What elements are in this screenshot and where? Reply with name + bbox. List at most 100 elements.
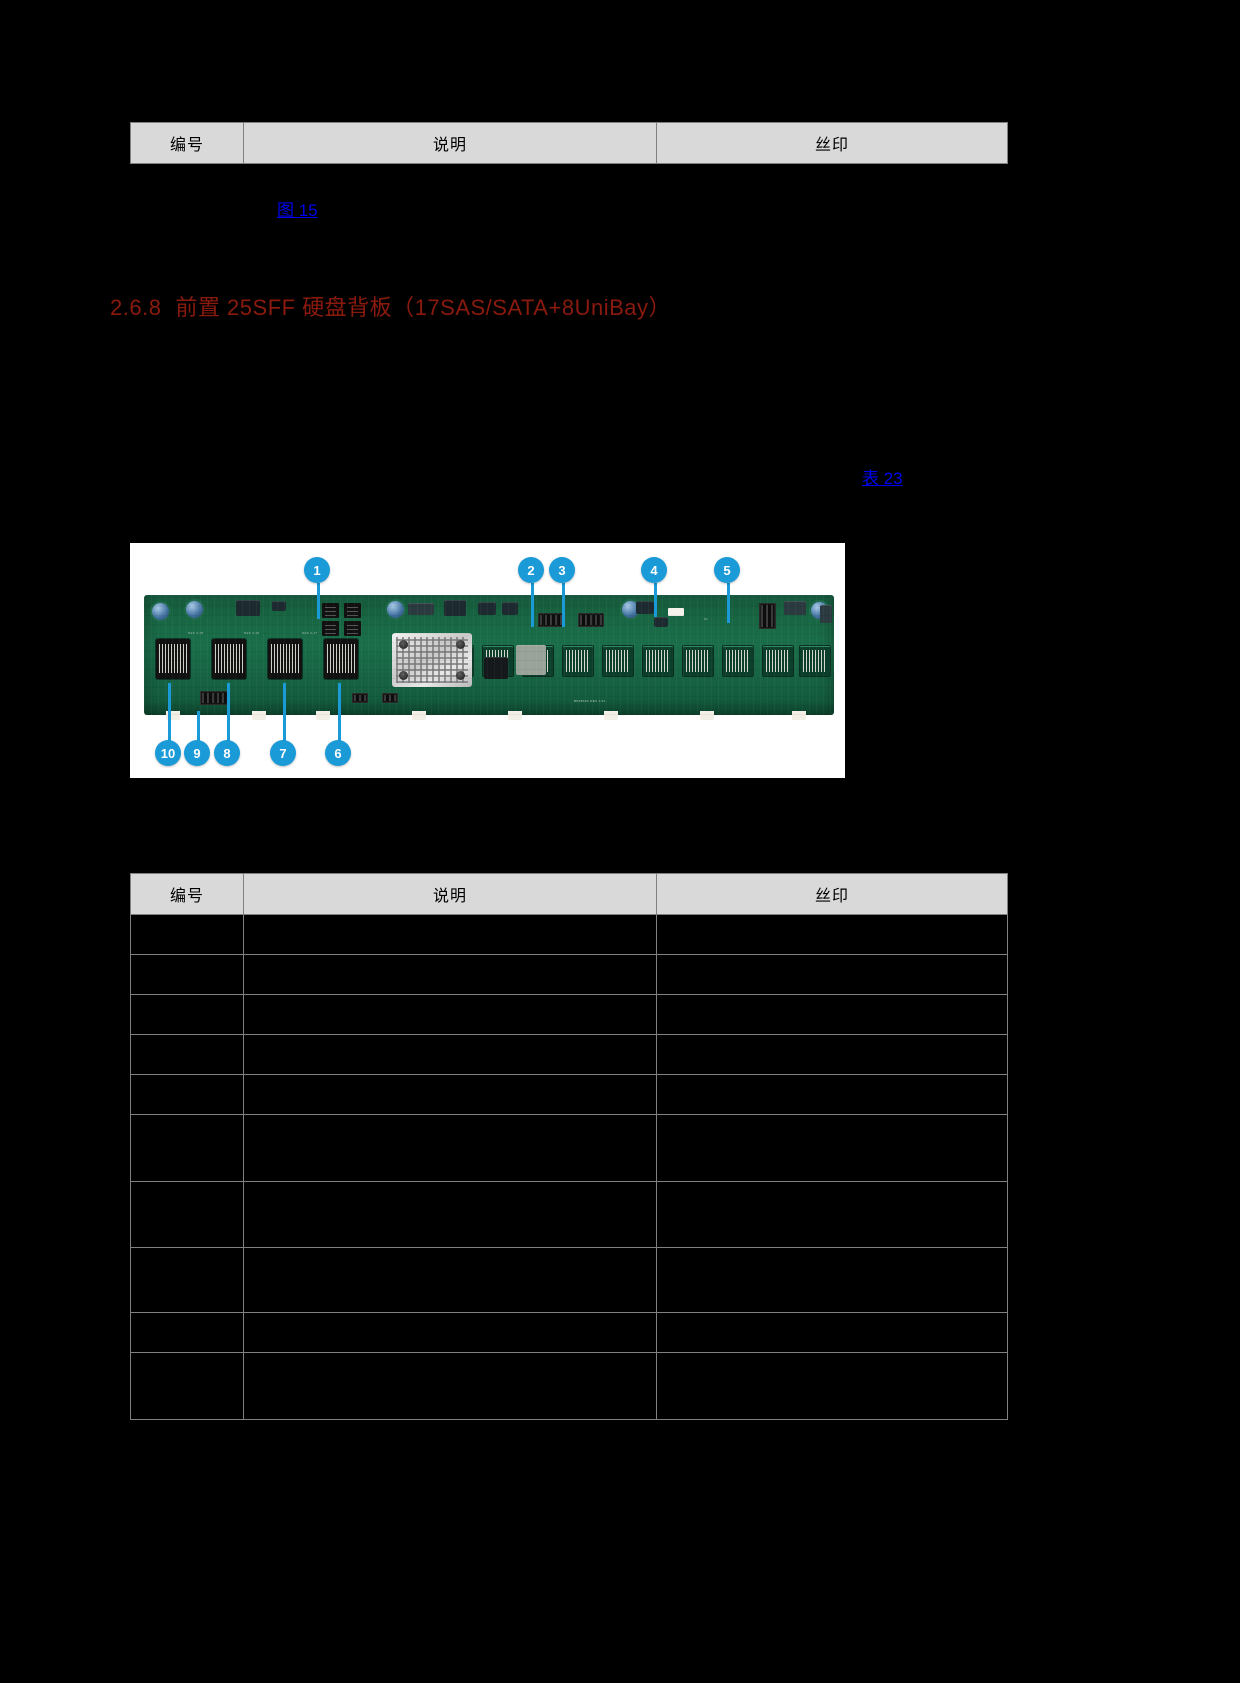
backplane-figure: SAS 4-15 SAS 4-16 SAS 4-17 VL BP25SFF RE… — [130, 543, 845, 778]
table-row — [130, 1247, 1008, 1313]
callout-leader — [317, 583, 320, 619]
unibay-connector — [156, 639, 190, 679]
cell-silkscreen — [656, 1312, 1008, 1353]
expander-asic — [516, 645, 546, 675]
cell-number — [130, 1114, 244, 1182]
standoff — [387, 601, 404, 618]
figure-15-link[interactable]: 图 15 — [277, 201, 318, 220]
callout-leader — [197, 711, 200, 741]
ic-chip — [236, 600, 260, 616]
cell-description — [243, 954, 657, 995]
ic-chip — [654, 617, 668, 627]
cell-description — [243, 1114, 657, 1182]
cell-silkscreen — [656, 994, 1008, 1035]
cell-description — [243, 994, 657, 1035]
ic-chip — [784, 601, 806, 615]
cell-number — [130, 1352, 244, 1420]
cell-number — [130, 1034, 244, 1075]
callout-badge-1[interactable]: 1 — [304, 557, 330, 583]
cell-silkscreen — [656, 1034, 1008, 1075]
power-header — [538, 613, 564, 627]
drive-slot — [562, 645, 594, 677]
table-row — [130, 1352, 1008, 1420]
controller-asic — [484, 657, 508, 679]
callout-leader — [654, 583, 657, 617]
ic-chip — [444, 600, 466, 616]
pcb-board: SAS 4-15 SAS 4-16 SAS 4-17 VL BP25SFF RE… — [144, 595, 834, 720]
table-row — [130, 994, 1008, 1035]
ic-chip — [408, 603, 434, 615]
table-23-link[interactable]: 表 23 — [862, 469, 903, 488]
table-row — [130, 1312, 1008, 1353]
ic-chip — [272, 601, 286, 611]
bottom-power-header — [200, 691, 228, 705]
callout-badge-8[interactable]: 8 — [214, 740, 240, 766]
right-connector — [759, 603, 776, 629]
callout-badge-2[interactable]: 2 — [518, 557, 544, 583]
heatsink — [392, 633, 472, 687]
cell-number — [130, 1181, 244, 1248]
cell-number — [130, 954, 244, 995]
bottom-header — [352, 693, 368, 703]
column-header-description: 说明 — [243, 122, 657, 164]
cell-silkscreen — [656, 1352, 1008, 1420]
sata-connector — [322, 621, 339, 636]
cell-silkscreen — [656, 1114, 1008, 1182]
callout-badge-3[interactable]: 3 — [549, 557, 575, 583]
ic-chip — [502, 602, 518, 615]
drive-slot — [722, 645, 754, 677]
table-row — [130, 1114, 1008, 1182]
cell-description — [243, 914, 657, 955]
cell-number — [130, 1247, 244, 1313]
callout-leader — [338, 683, 341, 741]
callout-badge-7[interactable]: 7 — [270, 740, 296, 766]
column-header-number: 编号 — [130, 122, 244, 164]
drive-slot — [642, 645, 674, 677]
callout-badge-5[interactable]: 5 — [714, 557, 740, 583]
cell-description — [243, 1352, 657, 1420]
callout-badge-4[interactable]: 4 — [641, 557, 667, 583]
cell-number — [130, 1312, 244, 1353]
cell-silkscreen — [656, 954, 1008, 995]
standoff — [152, 603, 169, 620]
cell-number — [130, 914, 244, 955]
cell-description — [243, 1181, 657, 1248]
power-header — [578, 613, 604, 627]
cell-silkscreen — [656, 914, 1008, 955]
callout-badge-6[interactable]: 6 — [325, 740, 351, 766]
cell-description — [243, 1312, 657, 1353]
cell-number — [130, 1074, 244, 1115]
cell-silkscreen — [656, 1181, 1008, 1248]
table-row — [130, 1034, 1008, 1075]
table-header-row: 编号 说明 丝印 — [130, 873, 1008, 915]
callout-leader — [531, 583, 534, 627]
sata-connector — [322, 603, 339, 618]
column-header-number: 编号 — [130, 873, 244, 915]
drive-slot — [682, 645, 714, 677]
unibay-connector — [324, 639, 358, 679]
cell-silkscreen — [656, 1247, 1008, 1313]
cell-description — [243, 1034, 657, 1075]
table-header-row: 编号 说明 丝印 — [130, 122, 1008, 164]
legend-table-previous: 编号 说明 丝印 — [130, 122, 1008, 164]
table-row — [130, 1074, 1008, 1115]
cell-number — [130, 994, 244, 1035]
table-row — [130, 914, 1008, 955]
table-body — [130, 914, 1008, 1420]
unibay-connector — [268, 639, 302, 679]
drive-slot — [799, 645, 831, 677]
standoff — [622, 601, 639, 618]
table-row — [130, 1181, 1008, 1248]
callout-leader — [283, 683, 286, 741]
ic-chip — [478, 602, 496, 615]
ic-chip — [636, 601, 654, 614]
sata-connector — [344, 603, 361, 618]
cell-description — [243, 1074, 657, 1115]
section-number: 2.6.8 — [110, 295, 162, 320]
callout-badge-9[interactable]: 9 — [184, 740, 210, 766]
table-row — [130, 954, 1008, 995]
callout-badge-10[interactable]: 10 — [155, 740, 181, 766]
drive-slot — [762, 645, 794, 677]
